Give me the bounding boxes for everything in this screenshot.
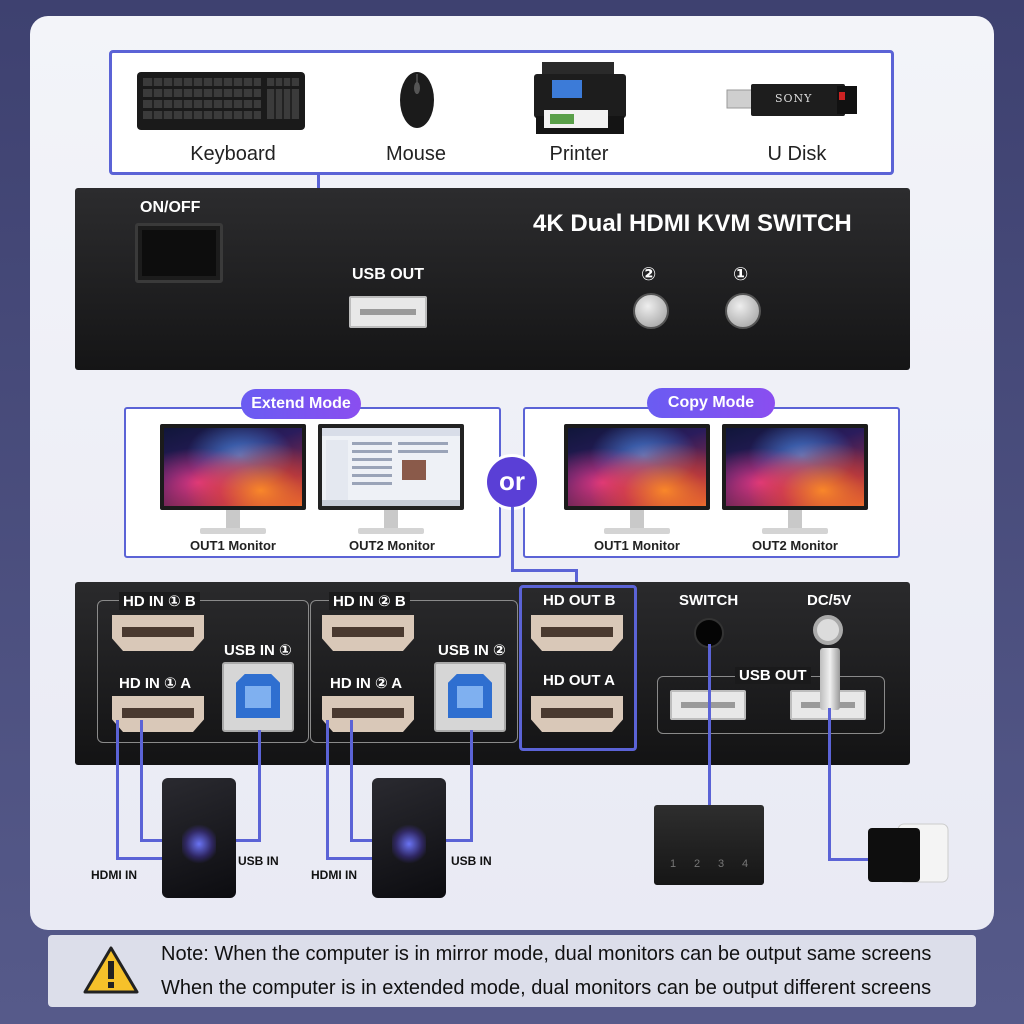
connector-line [350, 839, 376, 842]
usb-in-2-port[interactable] [434, 662, 506, 732]
pc2-usb-in-label: USB IN [451, 854, 492, 868]
connector-line [116, 720, 119, 860]
pc1-usb-in-label: USB IN [238, 854, 279, 868]
hd-in-2-b-label: HD IN ② B [329, 592, 410, 610]
pc2-hdmi-in-label: HDMI IN [311, 868, 357, 882]
connector-line [116, 857, 164, 860]
monitor-stand [226, 510, 240, 530]
out2-monitor-label: OUT2 Monitor [349, 538, 435, 553]
keyboard-label: Keyboard [190, 143, 276, 165]
connector-line [350, 720, 353, 842]
monitor-out2-copy [722, 424, 868, 510]
hdmi-in-2-a-port[interactable] [322, 696, 414, 732]
input-group-2 [310, 600, 518, 743]
button-2-label: ② [641, 264, 657, 284]
remote-key-2: 2 [694, 858, 701, 870]
hd-in-1-b-label: HD IN ① B [119, 592, 200, 610]
back-usb-out-label: USB OUT [735, 667, 811, 684]
power-switch-label: ON/OFF [140, 199, 201, 216]
connector-line [575, 569, 578, 587]
connector-line [326, 720, 329, 860]
remote-key-4: 4 [742, 858, 749, 870]
remote-key-3: 3 [718, 858, 725, 870]
usb-in-1-label: USB IN ① [224, 642, 292, 659]
document-screen-icon [322, 428, 460, 506]
monitor-out2-extend [318, 424, 464, 510]
usb-out-port[interactable] [349, 296, 427, 328]
or-badge: or [487, 457, 537, 507]
out1-monitor-label: OUT1 Monitor [594, 538, 680, 553]
dc-label: DC/5V [807, 592, 852, 609]
power-adapter-icon [868, 823, 949, 883]
note-line-2: When the computer is in extended mode, d… [161, 977, 932, 999]
computer-1-icon [162, 778, 236, 898]
hdmi-in-1-b-port[interactable] [112, 615, 204, 651]
printer-icon [534, 62, 626, 134]
monitor-stand [630, 510, 644, 530]
wired-remote-switch[interactable] [654, 805, 764, 885]
monitor-base [358, 528, 424, 534]
connector-line [230, 839, 261, 842]
switch-button-1[interactable] [725, 293, 761, 329]
warning-icon [83, 946, 139, 994]
note-line-1: Note: When the computer is in mirror mod… [161, 943, 932, 965]
connector-line [828, 708, 831, 861]
connector-line [470, 730, 473, 842]
keyboard-icon [137, 72, 305, 130]
connector-line [326, 857, 376, 860]
hdmi-in-2-b-port[interactable] [322, 615, 414, 651]
usb-disk-brand: SONY [775, 92, 813, 105]
pc1-hdmi-in-label: HDMI IN [91, 868, 137, 882]
hdmi-out-a-port[interactable] [531, 696, 623, 732]
monitor-stand [384, 510, 398, 530]
connector-line [140, 720, 143, 842]
dc-plug [820, 648, 840, 710]
usb-in-1-port[interactable] [222, 662, 294, 732]
hdmi-out-b-port[interactable] [531, 615, 623, 651]
product-title: 4K Dual HDMI KVM SWITCH [533, 210, 852, 237]
button-1-label: ① [733, 264, 749, 284]
connector-line [708, 644, 711, 806]
copy-mode-badge: Copy Mode [647, 388, 775, 418]
connector-line [828, 858, 872, 861]
connector-line [511, 569, 578, 572]
monitor-base [762, 528, 828, 534]
monitor-stand [788, 510, 802, 530]
connector-line [140, 839, 164, 842]
dc-power-jack[interactable] [813, 615, 843, 645]
connector-line [511, 507, 514, 572]
monitor-out1-extend [160, 424, 306, 510]
remote-key-1: 1 [670, 858, 677, 870]
power-switch[interactable] [135, 223, 223, 283]
hd-in-2-a-label: HD IN ② A [330, 675, 403, 692]
out1-monitor-label: OUT1 Monitor [190, 538, 276, 553]
note-bar [48, 935, 976, 1007]
monitor-base [200, 528, 266, 534]
output-group-highlight [519, 585, 637, 751]
udisk-label: U Disk [767, 143, 827, 165]
switch-button-2[interactable] [633, 293, 669, 329]
computer-2-icon [372, 778, 446, 898]
connector-line [258, 730, 261, 842]
switch-port-label: SWITCH [679, 592, 739, 609]
input-group-1 [97, 600, 309, 743]
monitor-base [604, 528, 670, 534]
hd-out-b-label: HD OUT B [543, 592, 616, 609]
hdmi-in-1-a-port[interactable] [112, 696, 204, 732]
usb-disk-icon [726, 84, 857, 116]
usb-in-2-label: USB IN ② [438, 642, 506, 659]
mouse-icon [400, 72, 434, 128]
printer-label: Printer [549, 143, 609, 165]
monitor-out1-copy [564, 424, 710, 510]
connector-line [440, 839, 473, 842]
mouse-label: Mouse [385, 143, 447, 165]
extend-mode-badge: Extend Mode [241, 389, 361, 419]
hd-out-a-label: HD OUT A [543, 672, 615, 689]
usb-out-label: USB OUT [352, 266, 424, 283]
out2-monitor-label: OUT2 Monitor [752, 538, 838, 553]
hd-in-1-a-label: HD IN ① A [119, 675, 192, 692]
